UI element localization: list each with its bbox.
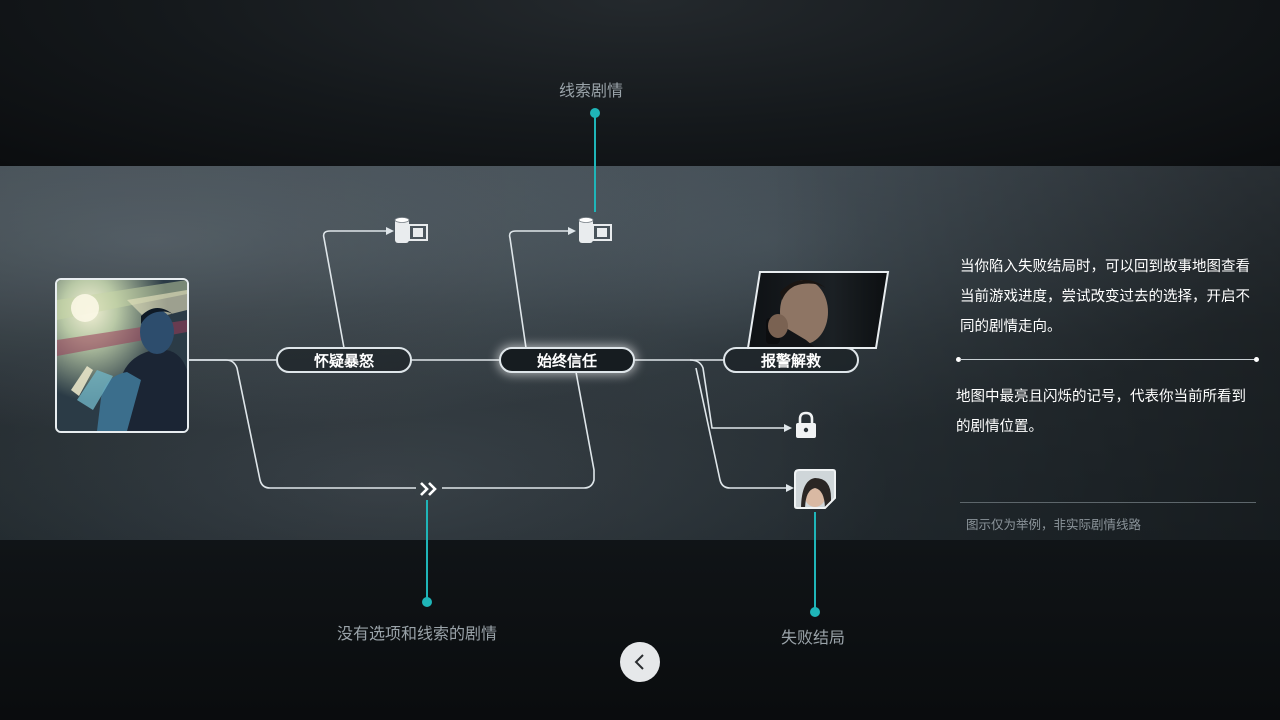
divider-dot-right <box>1254 357 1259 362</box>
fail-ending-thumbnail[interactable] <box>793 468 837 510</box>
story-map-band <box>0 166 1280 540</box>
lock-icon[interactable] <box>794 410 818 440</box>
disclaimer-text: 图示仅为举例，非实际剧情线路 <box>966 517 1142 532</box>
callout-fail-ending: 失败结局 <box>781 628 846 647</box>
background-bottom <box>0 540 1280 720</box>
callout-no-choice-story: 没有选项和线索的剧情 <box>337 624 498 643</box>
background-top <box>0 0 1280 166</box>
callout-clue-story: 线索剧情 <box>559 81 624 100</box>
info-paragraph-2: 地图中最亮且闪烁的记号，代表你当前所看到的剧情位置。 <box>956 389 1246 435</box>
divider-dot-left <box>956 357 961 362</box>
node-always-trust[interactable]: 始终信任 <box>499 347 635 373</box>
double-chevron-icon <box>419 481 439 497</box>
panel-divider <box>960 359 1256 360</box>
call-police-portrait[interactable] <box>746 270 891 350</box>
back-button[interactable] <box>620 642 660 682</box>
node-call-police[interactable]: 报警解救 <box>723 347 859 373</box>
film-reel-icon[interactable] <box>393 216 429 246</box>
start-chapter-portrait[interactable] <box>55 278 189 433</box>
disclaimer-divider <box>960 502 1256 503</box>
node-suspect-rage[interactable]: 怀疑暴怒 <box>276 347 412 373</box>
film-reel-icon[interactable] <box>577 216 613 246</box>
info-paragraph-1: 当你陷入失败结局时，可以回到故事地图查看当前游戏进度，尝试改变过去的选择，开启不… <box>960 259 1250 335</box>
chevron-left-icon <box>634 654 644 670</box>
